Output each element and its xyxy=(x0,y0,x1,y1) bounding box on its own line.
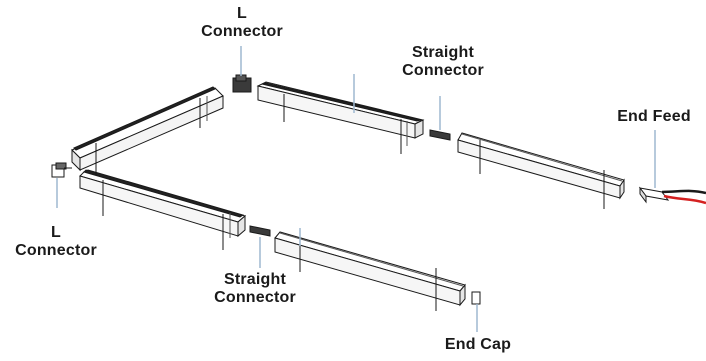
label-end-cap-text: End Cap xyxy=(444,336,512,353)
label-l-connector-left: L Connector xyxy=(4,224,108,260)
label-straight-connector-top: Straight Connector xyxy=(392,44,494,80)
end-feed-part xyxy=(638,130,706,205)
screws xyxy=(95,118,605,311)
label-l-connector-left-line1: L xyxy=(51,224,61,241)
profile-top-right xyxy=(457,132,625,205)
straight-connector-bottom-part xyxy=(249,225,271,268)
label-straight-connector-top-line1: Straight xyxy=(411,44,475,61)
label-l-connector-left-line2: Connector xyxy=(15,242,97,259)
profile-top-left xyxy=(71,86,224,172)
label-end-feed: End Feed xyxy=(604,108,704,126)
label-straight-connector-top-line2: Connector xyxy=(402,62,484,79)
profile-bottom-left xyxy=(79,169,247,246)
profile-bottom-right xyxy=(274,228,466,307)
l-connector-top-part xyxy=(232,46,252,93)
label-l-connector-top: L Connector xyxy=(190,5,294,41)
label-l-connector-top-line1: L xyxy=(237,5,247,22)
straight-connector-top-part xyxy=(429,96,451,141)
label-straight-connector-bottom: Straight Connector xyxy=(203,271,307,307)
label-straight-connector-bottom-line1: Straight xyxy=(223,271,287,288)
label-straight-connector-bottom-line2: Connector xyxy=(214,289,296,306)
label-l-connector-top-line2: Connector xyxy=(201,23,283,40)
profile-top-middle xyxy=(256,74,425,150)
label-end-cap: End Cap xyxy=(430,336,526,354)
label-end-feed-text: End Feed xyxy=(617,108,691,125)
end-cap-part xyxy=(471,291,481,332)
l-connector-left-part xyxy=(51,162,72,208)
